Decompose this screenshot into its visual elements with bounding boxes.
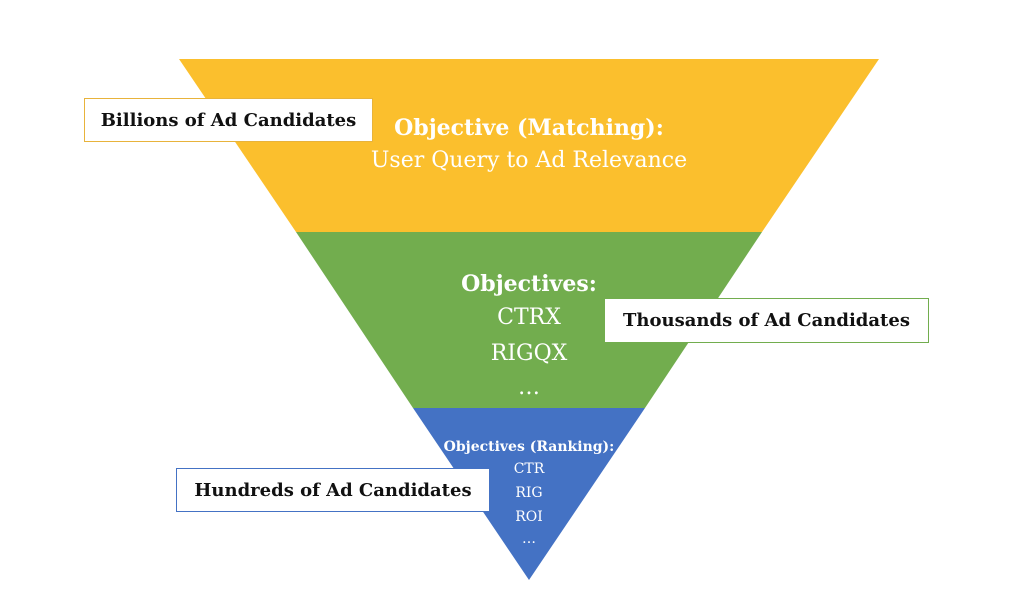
tier-middle-line: RIGQX bbox=[490, 341, 568, 366]
tier-bottom-line: … bbox=[522, 531, 536, 547]
tier-middle-line: CTRX bbox=[497, 305, 561, 330]
label-billions-of-ad-candidates: Billions of Ad Candidates bbox=[84, 98, 373, 142]
tier-middle-text: Objectives: CTRX RIGQX … bbox=[429, 268, 629, 404]
tier-bottom-line: RIG bbox=[515, 485, 543, 501]
tier-middle-heading: Objectives: bbox=[461, 271, 597, 297]
funnel-tier-middle bbox=[296, 232, 762, 408]
tier-bottom-line: ROI bbox=[515, 509, 543, 525]
label-thousands-of-ad-candidates: Thousands of Ad Candidates bbox=[604, 298, 929, 343]
tier-bottom-line: CTR bbox=[513, 461, 545, 477]
tier-top-text: Objective (Matching): User Query to Ad R… bbox=[329, 113, 729, 179]
tier-middle-line: … bbox=[518, 375, 540, 400]
tier-bottom-heading: Objectives (Ranking): bbox=[443, 439, 615, 455]
tier-bottom-text: Objectives (Ranking): CTR RIG ROI … bbox=[429, 437, 629, 549]
funnel-tier-bottom bbox=[413, 408, 645, 580]
tier-top-heading: Objective (Matching): bbox=[394, 115, 664, 141]
label-hundreds-of-ad-candidates: Hundreds of Ad Candidates bbox=[176, 468, 490, 512]
tier-top-line: User Query to Ad Relevance bbox=[370, 148, 688, 173]
